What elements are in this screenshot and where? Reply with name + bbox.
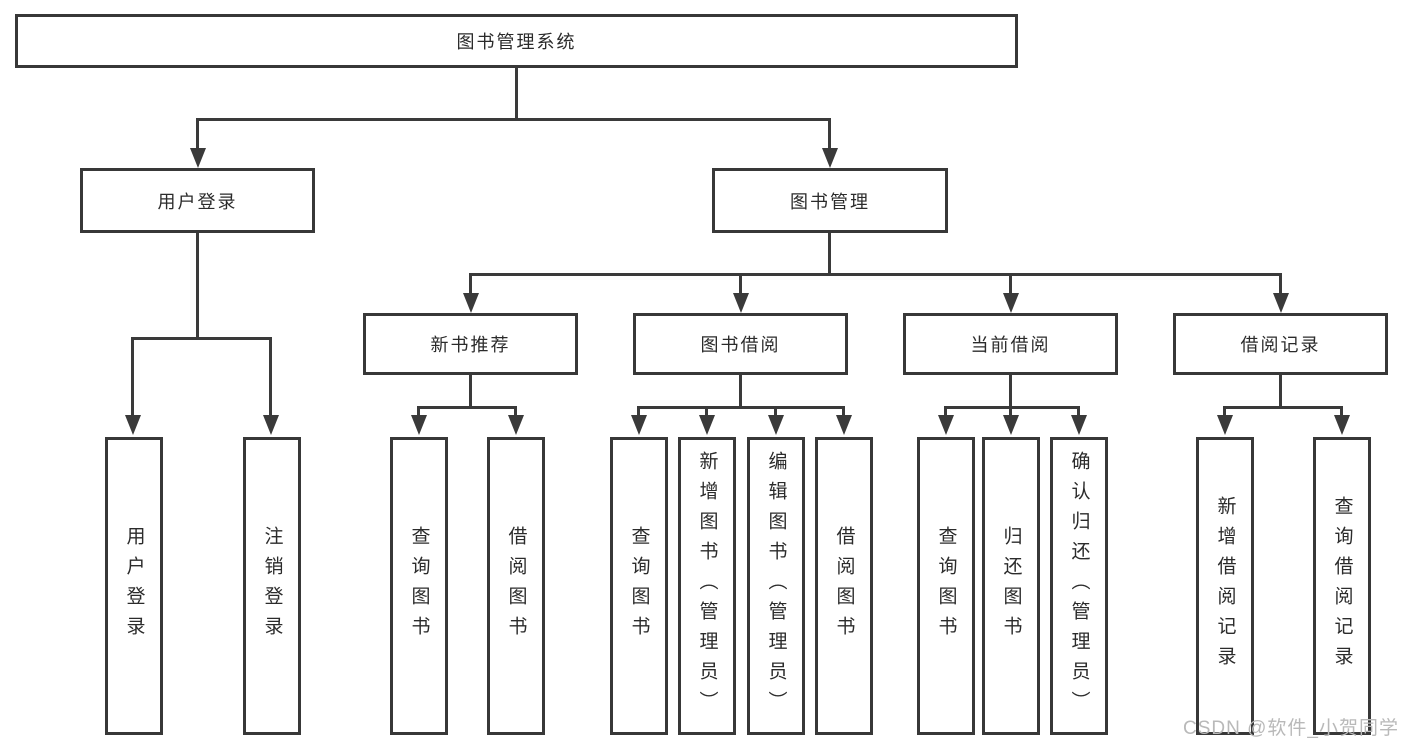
node-new-book-recommendation: 新书推荐 xyxy=(363,313,578,375)
connector-line xyxy=(842,406,845,417)
leaf-edit-book-admin: 编辑图书（管理员） xyxy=(747,437,805,735)
arrow-down-icon xyxy=(508,415,524,435)
arrow-down-icon xyxy=(1003,293,1019,313)
connector-line xyxy=(196,118,831,121)
connector-line xyxy=(469,273,1282,276)
arrow-down-icon xyxy=(190,148,206,168)
leaf-confirm-return-admin: 确认归还（管理员） xyxy=(1050,437,1108,735)
connector-line xyxy=(637,406,845,409)
leaf-user-login: 用户登录 xyxy=(105,437,163,735)
leaf-logout: 注销登录 xyxy=(243,437,301,735)
connector-line xyxy=(705,406,708,417)
leaf-add-book-admin: 新增图书（管理员） xyxy=(678,437,736,735)
connector-line xyxy=(269,337,272,416)
arrow-down-icon xyxy=(463,293,479,313)
leaf-query-books-current: 查询图书 xyxy=(917,437,975,735)
connector-line xyxy=(1279,273,1282,295)
csdn-watermark: CSDN @软件_小贺同学 xyxy=(1183,718,1399,739)
arrow-down-icon xyxy=(411,415,427,435)
arrow-down-icon xyxy=(263,415,279,435)
arrow-down-icon xyxy=(631,415,647,435)
arrow-down-icon xyxy=(733,293,749,313)
arrow-down-icon xyxy=(125,415,141,435)
connector-line xyxy=(944,406,947,417)
leaf-query-books-recommend: 查询图书 xyxy=(390,437,448,735)
connector-line xyxy=(944,406,1080,409)
node-current-borrowing: 当前借阅 xyxy=(903,313,1118,375)
connector-line xyxy=(1077,406,1080,417)
arrow-down-icon xyxy=(1334,415,1350,435)
arrow-down-icon xyxy=(1217,415,1233,435)
leaf-query-books-borrowing: 查询图书 xyxy=(610,437,668,735)
connector-line xyxy=(417,406,517,409)
connector-line xyxy=(196,231,199,339)
connector-line xyxy=(1279,373,1282,408)
connector-line xyxy=(131,337,134,416)
connector-line xyxy=(637,406,640,417)
connector-line xyxy=(131,337,272,340)
connector-line xyxy=(828,231,831,275)
arrow-down-icon xyxy=(1003,415,1019,435)
connector-line xyxy=(828,118,831,151)
leaf-borrow-books-recommend: 借阅图书 xyxy=(487,437,545,735)
arrow-down-icon xyxy=(1071,415,1087,435)
node-book-borrowing: 图书借阅 xyxy=(633,313,848,375)
connector-line xyxy=(739,373,742,408)
leaf-query-borrow-record: 查询借阅记录 xyxy=(1313,437,1371,735)
connector-line xyxy=(739,273,742,295)
arrow-down-icon xyxy=(938,415,954,435)
connector-line xyxy=(515,67,518,120)
connector-line xyxy=(1009,373,1012,408)
connector-line xyxy=(1340,406,1343,417)
connector-line xyxy=(1223,406,1226,417)
node-book-management: 图书管理 xyxy=(712,168,948,233)
connector-line xyxy=(469,273,472,295)
node-borrowing-records: 借阅记录 xyxy=(1173,313,1388,375)
connector-line xyxy=(774,406,777,417)
arrow-down-icon xyxy=(768,415,784,435)
connector-line xyxy=(417,406,420,417)
arrow-down-icon xyxy=(822,148,838,168)
connector-line xyxy=(196,118,199,151)
connector-line xyxy=(1009,406,1012,417)
leaf-borrow-books: 借阅图书 xyxy=(815,437,873,735)
node-user-login: 用户登录 xyxy=(80,168,315,233)
node-root: 图书管理系统 xyxy=(15,14,1018,68)
connector-line xyxy=(469,373,472,408)
connector-line xyxy=(514,406,517,417)
connector-line xyxy=(1223,406,1343,409)
arrow-down-icon xyxy=(836,415,852,435)
arrow-down-icon xyxy=(699,415,715,435)
arrow-down-icon xyxy=(1273,293,1289,313)
leaf-add-borrow-record: 新增借阅记录 xyxy=(1196,437,1254,735)
leaf-return-books: 归还图书 xyxy=(982,437,1040,735)
connector-line xyxy=(1009,273,1012,295)
